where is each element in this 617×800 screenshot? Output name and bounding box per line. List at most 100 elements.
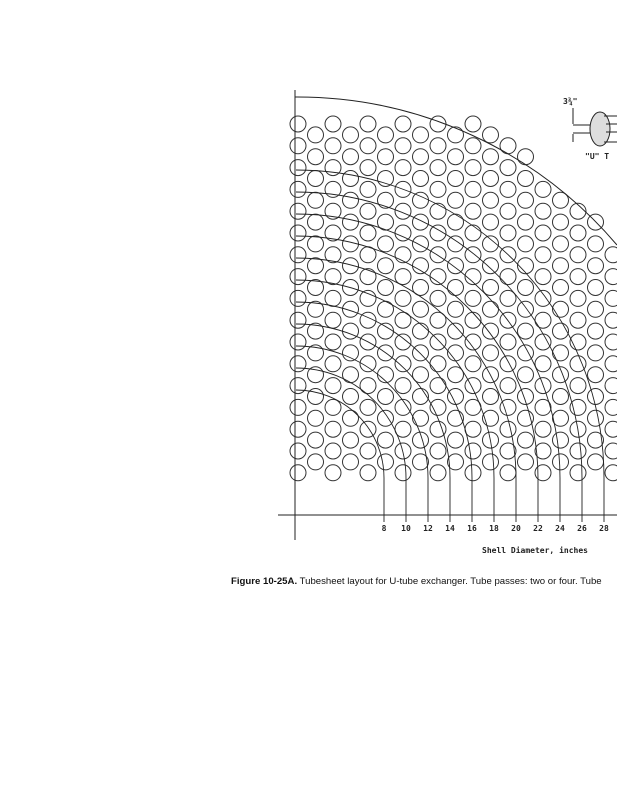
tube-hole xyxy=(534,420,552,438)
tube-hole xyxy=(342,453,359,471)
tube-hole xyxy=(342,191,359,209)
tube-hole xyxy=(307,322,324,340)
diameter-tick-label: 8 xyxy=(382,524,387,533)
tube-hole xyxy=(342,213,359,231)
tube-hole xyxy=(394,246,412,264)
diameter-arc xyxy=(295,367,407,522)
diameter-arc xyxy=(295,323,451,522)
tube-holes xyxy=(289,115,617,482)
tube-hole xyxy=(499,180,517,198)
tube-hole xyxy=(429,289,447,307)
tube-hole xyxy=(464,355,482,373)
tube-hole xyxy=(394,442,412,460)
tube-hole xyxy=(499,464,517,482)
tube-hole xyxy=(517,453,534,471)
tube-hole xyxy=(377,170,394,187)
tube-hole xyxy=(447,431,464,449)
tube-hole xyxy=(447,170,464,187)
tube-hole xyxy=(394,202,412,220)
tube-hole xyxy=(517,366,534,384)
tube-hole xyxy=(324,137,342,155)
diameter-arc xyxy=(295,191,583,522)
tube-hole xyxy=(482,279,499,296)
tube-hole xyxy=(447,388,464,405)
tube-hole xyxy=(377,322,394,340)
tube-hole xyxy=(517,344,534,362)
tube-hole xyxy=(359,137,377,155)
tube-hole xyxy=(377,409,394,427)
tube-hole xyxy=(289,464,307,482)
diameter-tick-label: 24 xyxy=(555,524,565,533)
tube-hole xyxy=(482,148,499,166)
diameter-tick-label: 28 xyxy=(599,524,609,533)
tube-hole xyxy=(394,268,412,286)
tube-hole xyxy=(429,159,447,177)
tube-hole xyxy=(499,355,517,373)
tube-hole xyxy=(342,388,359,405)
figure-caption: Figure 10-25A. Tubesheet layout for U-tu… xyxy=(231,576,602,587)
diameter-arc xyxy=(295,235,539,522)
tube-hole xyxy=(342,279,359,296)
tube-hole xyxy=(464,115,482,133)
tube-hole xyxy=(324,442,342,460)
diameter-arc xyxy=(295,389,385,522)
tube-hole xyxy=(464,333,482,351)
tube-hole xyxy=(289,268,307,286)
tube-hole xyxy=(377,235,394,253)
tube-hole xyxy=(569,464,587,482)
diameter-tick-label: 12 xyxy=(423,524,433,533)
tube-hole xyxy=(604,311,617,329)
tube-hole xyxy=(359,464,377,482)
tube-hole xyxy=(517,213,534,231)
tube-hole xyxy=(394,355,412,373)
tube-hole xyxy=(569,420,587,438)
tube-hole xyxy=(412,170,429,187)
tube-hole xyxy=(412,257,429,275)
tube-hole xyxy=(447,148,464,166)
tube-hole xyxy=(429,180,447,198)
tube-hole xyxy=(587,366,604,384)
tube-hole xyxy=(377,431,394,449)
tube-hole xyxy=(552,279,569,296)
tube-hole xyxy=(429,377,447,395)
tube-hole xyxy=(342,344,359,362)
tube-hole xyxy=(517,300,534,318)
tube-hole xyxy=(324,289,342,307)
tube-hole xyxy=(324,246,342,264)
tube-hole xyxy=(534,442,552,460)
tube-hole xyxy=(342,170,359,187)
tube-hole xyxy=(552,257,569,275)
tube-hole xyxy=(534,268,552,286)
tube-hole xyxy=(447,279,464,296)
tube-hole xyxy=(412,126,429,144)
tube-hole xyxy=(552,453,569,471)
tube-hole xyxy=(342,366,359,384)
tube-hole xyxy=(604,268,617,286)
inset-label: "U" T xyxy=(585,152,609,161)
tube-hole xyxy=(412,213,429,231)
tube-hole xyxy=(377,257,394,275)
tube-hole xyxy=(499,289,517,307)
tube-hole xyxy=(552,388,569,405)
tube-hole xyxy=(429,333,447,351)
tube-hole xyxy=(394,159,412,177)
tube-hole xyxy=(499,333,517,351)
tube-hole xyxy=(482,235,499,253)
tube-hole xyxy=(429,442,447,460)
shell-outline-arc xyxy=(294,96,617,246)
tube-hole xyxy=(499,442,517,460)
diameter-arc xyxy=(295,279,495,522)
tube-hole xyxy=(359,442,377,460)
tube-hole xyxy=(447,257,464,275)
tube-hole xyxy=(359,202,377,220)
tube-hole xyxy=(342,322,359,340)
tube-hole xyxy=(342,300,359,318)
inset-dimension: 3¾" xyxy=(563,97,577,106)
tube-hole xyxy=(499,398,517,416)
tube-hole xyxy=(517,257,534,275)
tube-hole xyxy=(377,453,394,471)
tube-hole xyxy=(429,464,447,482)
tube-hole xyxy=(307,366,324,384)
tube-hole xyxy=(499,137,517,155)
tube-hole xyxy=(587,213,604,231)
